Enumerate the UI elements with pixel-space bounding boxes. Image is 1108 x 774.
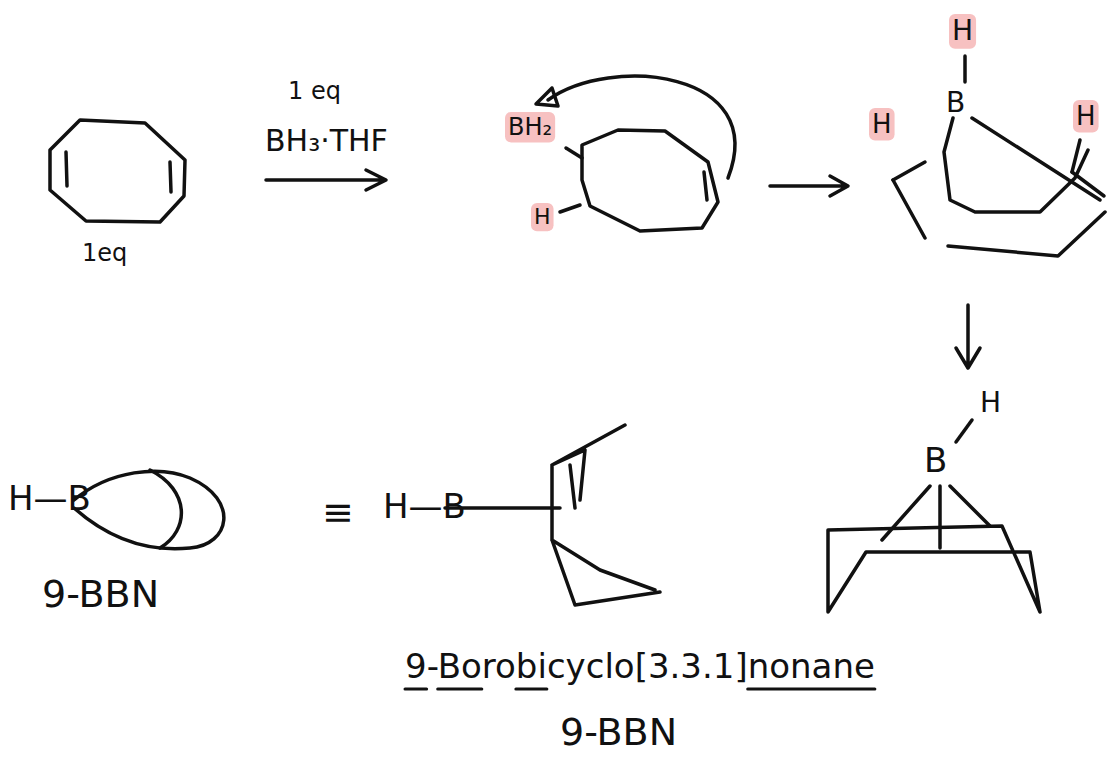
chem-label: 9-BBN — [42, 574, 159, 616]
chem-label: B — [924, 442, 947, 479]
bond — [1072, 172, 1104, 196]
chem-label: H — [980, 388, 1001, 419]
bond — [560, 205, 580, 212]
bond — [893, 162, 925, 180]
reaction-arrow — [956, 305, 980, 368]
chem-label: B — [946, 88, 965, 119]
underline — [405, 688, 427, 691]
cyclooctadiene — [50, 120, 185, 222]
b-h-bond — [963, 56, 967, 82]
b-h-bond — [956, 420, 972, 442]
curved-arrow — [548, 76, 735, 178]
double-bond — [170, 162, 171, 192]
underline — [438, 688, 482, 691]
double-bond — [66, 152, 67, 186]
chem-label: ≡ — [322, 492, 354, 534]
arrow-head — [536, 88, 558, 106]
chem-label: 9-BBN — [560, 712, 677, 754]
bbn-chair — [882, 486, 990, 548]
highlight-mark — [949, 14, 976, 49]
chem-label: H — [534, 205, 551, 229]
reaction-arrow — [266, 170, 386, 190]
chem-label: 9-Borobicyclo[3.3.1]nonane — [405, 648, 875, 685]
chem-label: BH₂ — [508, 114, 552, 140]
underline — [516, 688, 547, 691]
chem-label: H — [872, 110, 892, 139]
highlight-mark — [531, 203, 554, 231]
bbn-shorthand — [74, 471, 224, 548]
chem-label: H — [952, 16, 973, 47]
chem-label: 1eq — [82, 240, 127, 266]
highlight-mark — [1073, 100, 1099, 133]
bbn-cage — [445, 425, 660, 605]
highlight-mark — [869, 108, 895, 141]
reaction-arrow — [770, 176, 848, 196]
highlight-mark — [505, 112, 555, 142]
chem-label: BH₃·THF — [265, 124, 388, 157]
bbn-shorthand — [150, 470, 181, 548]
bbn-chair — [828, 526, 1040, 612]
cyclooctene-intermediate — [582, 130, 718, 231]
bond — [566, 148, 582, 158]
chem-label: H—B — [8, 480, 91, 517]
chem-label: 1 eq — [288, 78, 341, 104]
double-bond — [704, 172, 707, 200]
chem-label: H — [1076, 102, 1096, 131]
bicyclic-transition — [893, 180, 1105, 256]
chem-label: H—B — [383, 488, 466, 525]
underline — [748, 688, 875, 691]
bond — [1072, 140, 1080, 172]
bicyclic-transition — [944, 118, 1088, 212]
